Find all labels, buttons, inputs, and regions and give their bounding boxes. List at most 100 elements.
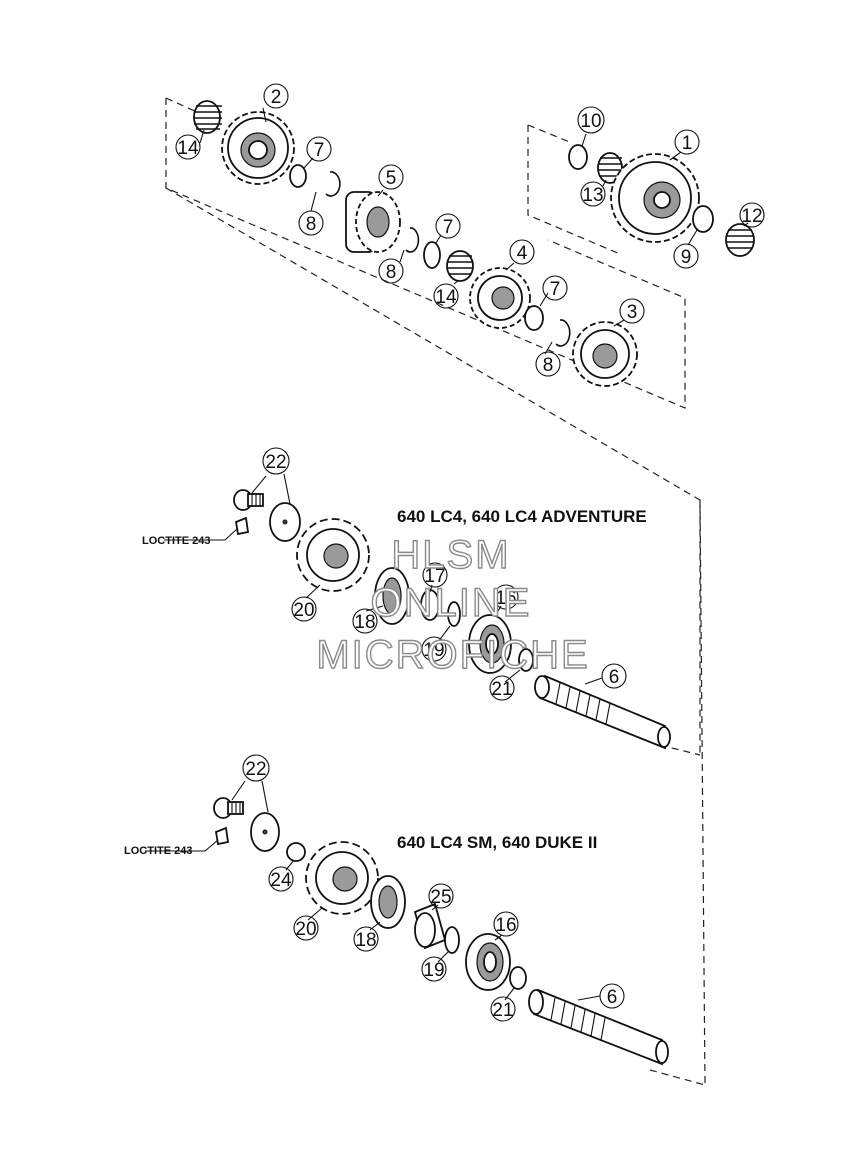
- callout-label: 9: [681, 247, 692, 268]
- callout-label: 21: [492, 1000, 513, 1021]
- gear-3: [572, 321, 638, 387]
- callout-label: 8: [306, 214, 317, 235]
- loctite-note-top: LOCTITE 243: [142, 535, 210, 547]
- callout-7b: 7: [435, 213, 461, 239]
- callout-22b: 22: [242, 754, 270, 782]
- o-ring-19a: [447, 601, 461, 627]
- gear-2: [221, 111, 295, 185]
- watermark-line-3: MICROFICHE: [316, 633, 589, 677]
- ring-21a: [518, 648, 534, 672]
- callout-label: 17: [424, 566, 445, 587]
- needle-bearing-14a: [193, 100, 222, 134]
- callout-label: 16: [495, 915, 516, 936]
- washer-7c: [524, 305, 544, 331]
- callout-19a: 19: [421, 636, 447, 662]
- callout-17: 17: [422, 562, 448, 588]
- callout-label: 1: [682, 133, 693, 154]
- callout-13: 13: [580, 181, 606, 207]
- output-shaft-6b: [528, 988, 669, 1066]
- gear-1: [610, 153, 700, 243]
- callout-label: 3: [627, 302, 638, 323]
- callout-label: 24: [270, 870, 292, 891]
- callout-12: 12: [739, 202, 765, 228]
- callout-21a: 21: [489, 675, 515, 701]
- washer-10: [568, 144, 588, 170]
- callout-18b: 18: [353, 926, 379, 952]
- gear-5: [345, 191, 401, 253]
- callout-8a: 8: [298, 210, 324, 236]
- callout-label: 8: [386, 262, 397, 283]
- callout-2: 2: [263, 83, 289, 109]
- washer-9: [692, 205, 714, 233]
- callout-3: 3: [619, 298, 645, 324]
- callout-7c: 7: [542, 275, 568, 301]
- callout-1: 1: [674, 129, 700, 155]
- callout-9: 9: [673, 243, 699, 269]
- callout-4: 4: [509, 239, 535, 265]
- seal-18a: [374, 567, 410, 625]
- callout-20a: 20: [291, 596, 317, 622]
- callout-label: 19: [423, 640, 444, 661]
- model-label-top: 640 LC4, 640 LC4 ADVENTURE: [397, 507, 647, 526]
- callout-19b: 19: [421, 956, 447, 982]
- sprocket-20b: [305, 841, 379, 915]
- callout-label: 22: [245, 759, 266, 780]
- sm-output-shaft-assembly: [213, 797, 669, 1066]
- washer-7a: [289, 164, 307, 188]
- callout-label: 6: [607, 987, 618, 1008]
- sprocket-20a: [296, 518, 370, 592]
- callout-label: 7: [550, 279, 561, 300]
- ball-bearing-16a: [468, 614, 512, 674]
- callout-label: 8: [543, 355, 554, 376]
- callout-label: 14: [177, 138, 199, 159]
- callout-label: 25: [430, 887, 451, 908]
- o-ring-19b: [444, 926, 460, 954]
- callout-21b: 21: [490, 996, 516, 1022]
- washer-22b: [250, 812, 280, 852]
- callout-6a: 6: [601, 663, 627, 689]
- callout-label: 22: [265, 452, 286, 473]
- callout-7a: 7: [306, 136, 332, 162]
- output-shaft-6a: [534, 674, 671, 750]
- callout-label: 18: [354, 612, 375, 633]
- lock-washer-b: [214, 826, 230, 846]
- model-label-bottom: 640 LC4 SM, 640 DUKE II: [397, 833, 597, 852]
- callout-label: 12: [741, 206, 762, 227]
- callout-label: 16: [495, 588, 516, 609]
- washer-7b: [423, 241, 441, 269]
- watermark-line-1: HLSM: [391, 533, 510, 577]
- callout-label: 13: [582, 185, 603, 206]
- callout-label: 5: [386, 168, 397, 189]
- callout-label: 18: [355, 930, 376, 951]
- callout-6b: 6: [599, 983, 625, 1009]
- ball-bearing-16b: [465, 933, 511, 991]
- callout-16b: 16: [493, 911, 519, 937]
- callouts: 2 14 7 8 5 8 7 14 4 7 8 3 10 13 1 9 12 2…: [175, 83, 765, 1022]
- callout-14a: 14: [175, 134, 201, 160]
- lock-washer-a: [234, 516, 250, 536]
- callout-label: 6: [609, 667, 620, 688]
- callout-22a: 22: [262, 447, 290, 475]
- callout-5: 5: [378, 164, 404, 190]
- needle-bearing-14b: [446, 250, 474, 282]
- callout-20b: 20: [293, 915, 319, 941]
- callout-label: 10: [580, 111, 601, 132]
- upper-gear-cluster: [193, 100, 755, 387]
- callout-label: 4: [517, 243, 528, 264]
- sleeve-25: [413, 902, 447, 950]
- callout-label: 7: [443, 217, 454, 238]
- callout-label: 21: [491, 679, 512, 700]
- callout-10: 10: [577, 106, 605, 134]
- callout-16a: 16: [493, 584, 519, 610]
- callout-label: 19: [423, 960, 444, 981]
- callout-8c: 8: [535, 351, 561, 377]
- circlip-8a: [325, 171, 341, 197]
- watermark-line-2: ONLINE: [371, 581, 532, 625]
- callout-label: 14: [435, 287, 457, 308]
- callout-label: 7: [314, 140, 325, 161]
- assembly-outlines: [165, 97, 706, 1086]
- bolt-22b: [213, 797, 244, 819]
- circlip-8b: [405, 227, 420, 253]
- washer-22a: [269, 502, 301, 542]
